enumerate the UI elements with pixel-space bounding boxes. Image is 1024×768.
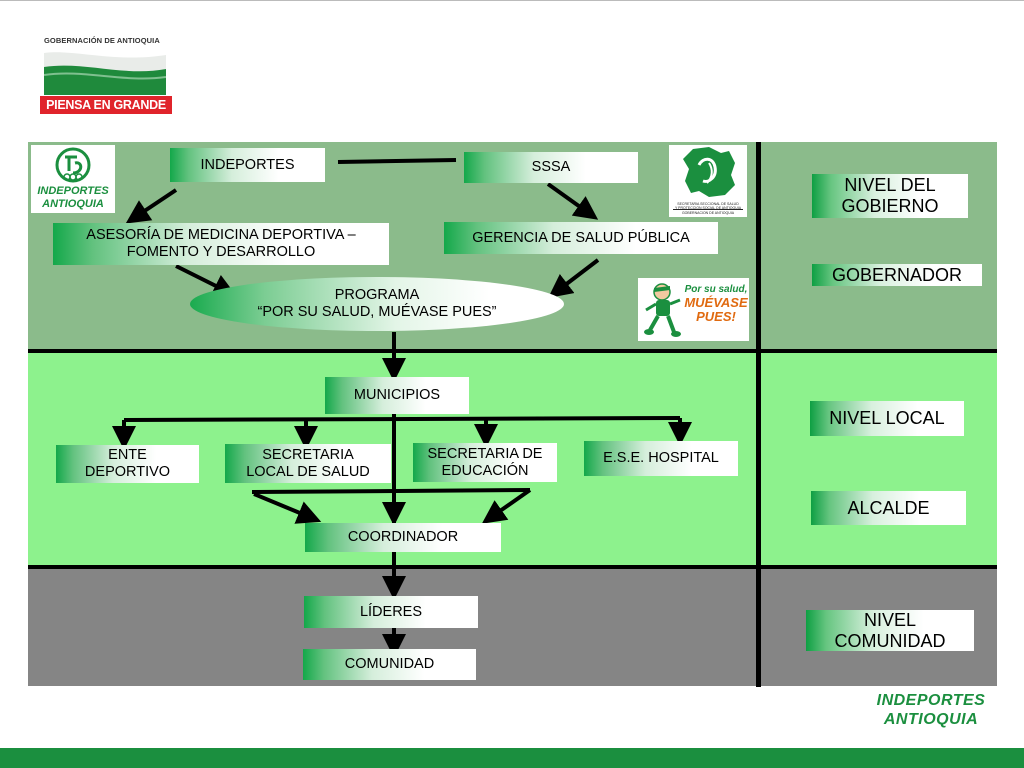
level-nivel-gobierno: NIVEL DEL GOBIERNO bbox=[812, 174, 968, 218]
level-nivel-comunidad: NIVEL COMUNIDAD bbox=[806, 610, 974, 651]
muevase-logo: Por su salud, MUÉVASE PUES! bbox=[638, 278, 749, 341]
comunidad-line2: COMUNIDAD bbox=[834, 630, 946, 651]
ssa-caption-rule bbox=[673, 209, 743, 210]
node-lideres: LÍDERES bbox=[304, 596, 478, 628]
seceduc-line1: SECRETARIA DE bbox=[427, 445, 543, 462]
band-divider-1 bbox=[28, 349, 997, 353]
level-alcalde: ALCALDE bbox=[811, 491, 966, 525]
ente-line2: DEPORTIVO bbox=[84, 464, 171, 480]
gov-name: GOBERNACIÓN DE ANTIOQUIA bbox=[44, 36, 160, 45]
node-municipios: MUNICIPIOS bbox=[325, 377, 469, 414]
node-ente-deportivo: ENTE DEPORTIVO bbox=[56, 445, 199, 483]
flag-icon bbox=[44, 47, 166, 95]
secsalud-line2: LOCAL DE SALUD bbox=[246, 463, 370, 480]
band-divider-2 bbox=[28, 565, 997, 569]
ente-line1: ENTE bbox=[108, 447, 147, 463]
node-secretaria-educacion: SECRETARIA DE EDUCACIÓN bbox=[413, 443, 557, 482]
programa-line1: PROGRAMA bbox=[334, 287, 420, 303]
ssa-caption-3: GOBERNACION DE ANTIOQUIA bbox=[681, 211, 735, 215]
footer-brand-line1: INDEPORTES bbox=[876, 692, 986, 709]
secsalud-line1: SECRETARIA bbox=[262, 446, 354, 463]
node-comunidad: COMUNIDAD bbox=[303, 649, 476, 680]
node-sssa: SSSA bbox=[464, 152, 638, 183]
node-programa: PROGRAMA “POR SU SALUD, MUÉVASE PUES” bbox=[190, 277, 564, 331]
seceduc-line2: EDUCACIÓN bbox=[441, 462, 529, 479]
muevase-line2: MUÉVASE bbox=[684, 295, 748, 310]
asesoria-line1: ASESORÍA DE MEDICINA DEPORTIVA – bbox=[86, 227, 356, 243]
node-gerencia: GERENCIA DE SALUD PÚBLICA bbox=[444, 222, 718, 254]
slogan-badge: PIENSA EN GRANDE bbox=[40, 96, 172, 114]
node-asesoria: ASESORÍA DE MEDICINA DEPORTIVA – FOMENTO… bbox=[53, 223, 389, 265]
ssa-caption-1: SECRETARIA SECCIONAL DE SALUD bbox=[677, 202, 739, 206]
antioquia-map-icon bbox=[683, 147, 735, 197]
footer-brand-line2: ANTIOQUIA bbox=[883, 711, 979, 728]
gobierno-line2: GOBIERNO bbox=[841, 196, 939, 216]
indeportes-logo-line2: ANTIOQUIA bbox=[42, 198, 104, 210]
gobierno-line1: NIVEL DEL bbox=[844, 175, 936, 195]
level-gobernador: GOBERNADOR bbox=[812, 264, 982, 286]
runner-mascot-icon bbox=[644, 283, 681, 337]
level-nivel-local: NIVEL LOCAL bbox=[810, 401, 964, 436]
ssa-caption-2: Y PROTECCION SOCIAL DE ANTIOQUIA bbox=[674, 206, 742, 210]
node-hospital: E.S.E. HOSPITAL bbox=[584, 441, 738, 476]
comunidad-line1: NIVEL bbox=[863, 609, 917, 630]
footer-bar bbox=[0, 748, 1024, 768]
indeportes-logo: INDEPORTES ANTIOQUIA bbox=[31, 145, 115, 213]
node-indeportes: INDEPORTES bbox=[170, 148, 325, 182]
muevase-line3: PUES! bbox=[696, 309, 736, 324]
footer-brand: INDEPORTES ANTIOQUIA bbox=[872, 691, 990, 729]
ssa-logo: SECRETARIA SECCIONAL DE SALUD Y PROTECCI… bbox=[669, 145, 747, 217]
node-secretaria-salud: SECRETARIA LOCAL DE SALUD bbox=[225, 444, 391, 483]
muevase-line1: Por su salud, bbox=[684, 284, 748, 295]
column-divider bbox=[756, 142, 761, 687]
programa-line2: “POR SU SALUD, MUÉVASE PUES” bbox=[257, 304, 497, 320]
top-border bbox=[0, 0, 1024, 1]
asesoria-line2: FOMENTO Y DESARROLLO bbox=[126, 244, 316, 260]
indeportes-emblem-icon bbox=[55, 147, 91, 183]
node-coordinador: COORDINADOR bbox=[305, 523, 501, 552]
indeportes-logo-line1: INDEPORTES bbox=[37, 185, 109, 197]
